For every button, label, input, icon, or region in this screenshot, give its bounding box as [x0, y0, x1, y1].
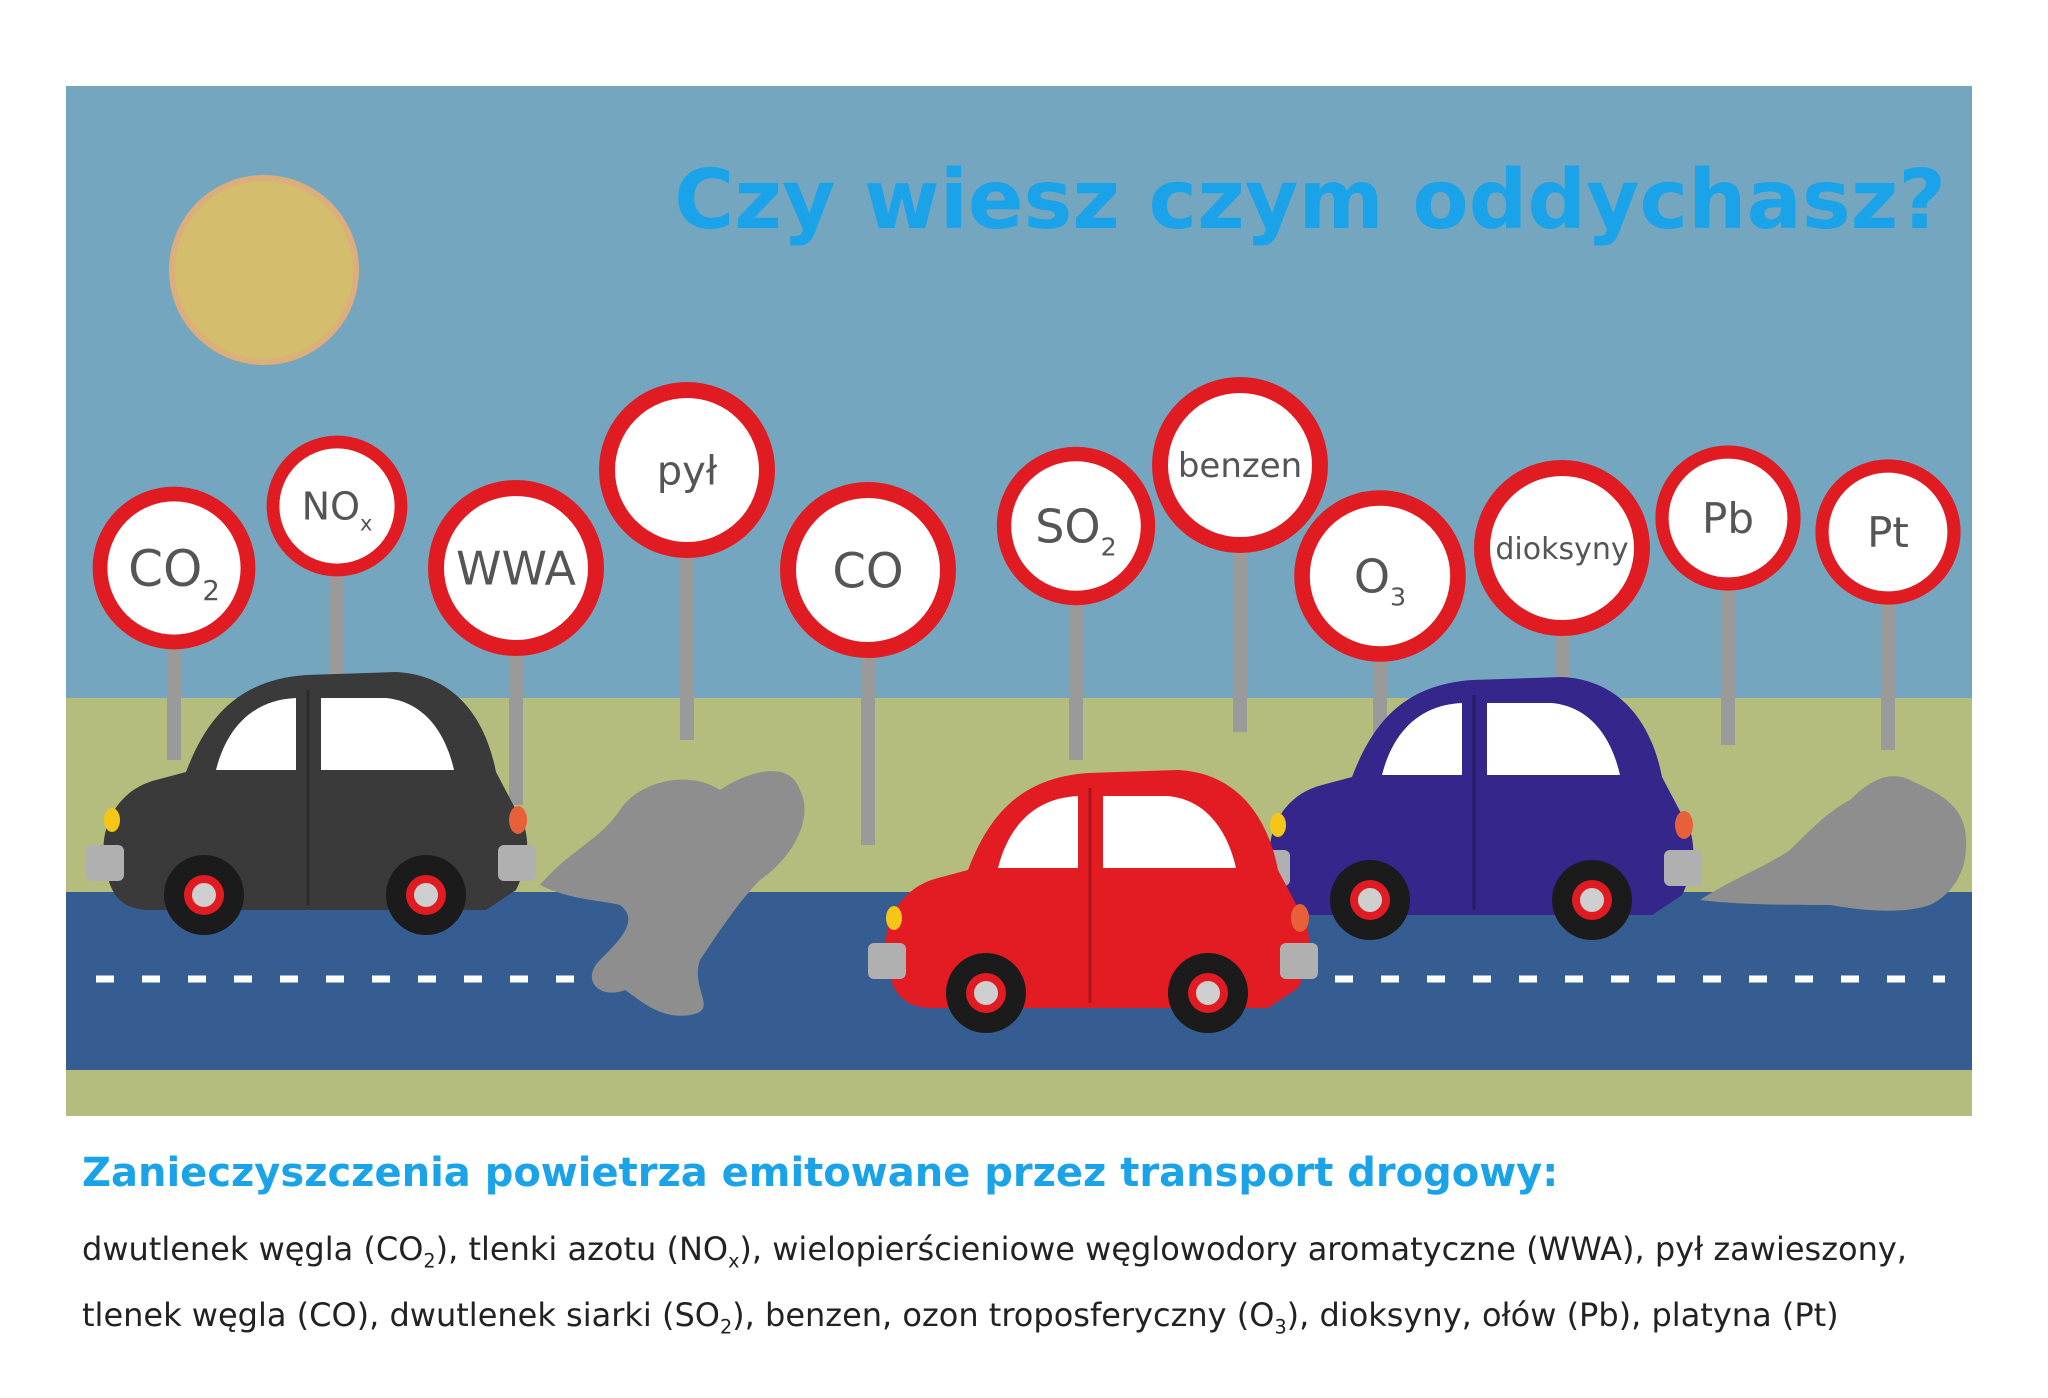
caption-sub-1: 2	[423, 1249, 436, 1273]
sign-label: O3	[1354, 550, 1406, 612]
pollutant-sign: WWA	[428, 480, 604, 805]
sign-label-main: O	[1354, 550, 1390, 604]
car-black	[86, 672, 536, 935]
sign-label-main: CO	[832, 543, 903, 599]
car-window-rear	[321, 698, 454, 770]
sign-ring	[1815, 459, 1961, 605]
sign-label: benzen	[1178, 446, 1302, 486]
sign-label: Pt	[1867, 508, 1909, 557]
wheel-hub	[1196, 981, 1220, 1005]
bumper-rear	[1664, 850, 1702, 886]
wheel-hub	[1580, 888, 1604, 912]
exhaust-smoke	[540, 771, 805, 1016]
sign-label-main: Pb	[1702, 494, 1754, 543]
sky	[66, 86, 1972, 698]
car-window-front	[1382, 703, 1462, 775]
sign-label-main: pył	[657, 448, 718, 494]
bumper-front	[868, 943, 906, 979]
car-window-front	[998, 796, 1078, 868]
wheel-hub	[192, 883, 216, 907]
headlight-icon	[886, 906, 902, 930]
sign-label-sub: 3	[1390, 582, 1406, 611]
taillight-icon	[509, 806, 527, 834]
sign-ring	[266, 435, 408, 577]
sign-label-main: SO	[1035, 500, 1100, 554]
caption-part-1: dwutlenek węgla (CO	[82, 1230, 424, 1268]
bumper-rear	[498, 845, 536, 881]
pollutant-sign: CO2	[92, 486, 256, 760]
taillight-icon	[1291, 904, 1309, 932]
caption-text: dwutlenek węgla (CO2), tlenki azotu (NOx…	[82, 1222, 2012, 1355]
bumper-front	[86, 845, 124, 881]
page-title: Czy wiesz czym oddychasz?	[674, 153, 1946, 248]
sign-ring	[92, 486, 256, 650]
caption-sub-4: 3	[1274, 1315, 1287, 1339]
headlight-icon	[1270, 813, 1286, 837]
sign-ring	[1152, 377, 1328, 553]
sign-label: CO	[832, 543, 903, 599]
sign-ring	[780, 482, 956, 658]
pollutant-sign: Pt	[1815, 459, 1961, 750]
sign-label-main: WWA	[456, 542, 576, 596]
car-window-front	[216, 698, 296, 770]
pollutant-sign: Pb	[1655, 445, 1801, 745]
wheel-hub	[1358, 888, 1382, 912]
sign-ring	[428, 480, 604, 656]
sign-label: SO2	[1035, 500, 1117, 562]
caption: Zanieczyszczenia powietrza emitowane prz…	[82, 1150, 2012, 1355]
sign-ring	[996, 446, 1156, 606]
pollutant-sign: pył	[599, 382, 775, 740]
sign-label-sub: x	[360, 511, 372, 535]
pollutant-sign: dioksyny	[1474, 460, 1650, 760]
sun-icon	[169, 175, 359, 365]
sign-label: NOx	[302, 485, 373, 536]
sign-ring	[1655, 445, 1801, 591]
sign-label-sub: 2	[1101, 532, 1117, 561]
pollutant-sign: O3	[1294, 490, 1466, 760]
sign-label: WWA	[456, 542, 576, 596]
sign-label: CO2	[128, 540, 220, 607]
car-window-rear	[1103, 796, 1236, 868]
sign-label-main: NO	[302, 485, 360, 529]
sign-label-main: dioksyny	[1495, 532, 1628, 567]
car-red	[868, 770, 1318, 1033]
wheel-hub	[974, 981, 998, 1005]
caption-part-4: ), benzen, ozon troposferyczny (O	[732, 1296, 1275, 1335]
caption-heading: Zanieczyszczenia powietrza emitowane prz…	[82, 1150, 1559, 1196]
caption-part-3: ), wielopierścieniowe węglowodory aromat…	[82, 1230, 1907, 1335]
sign-label-sub: 2	[202, 575, 220, 607]
sign-label: pył	[657, 448, 718, 494]
caption-part-5: ), dioksyny, ołów (Pb), platyna (Pt)	[1286, 1296, 1839, 1335]
sign-ring	[1474, 460, 1650, 636]
caption-sub-2: x	[728, 1249, 740, 1273]
car-window-rear	[1487, 703, 1620, 775]
sign-label: dioksyny	[1495, 532, 1628, 567]
pollutant-sign: benzen	[1152, 377, 1328, 732]
sign-label-main: CO	[128, 540, 202, 598]
pollutant-sign: SO2	[996, 446, 1156, 760]
sign-ring	[1294, 490, 1466, 662]
caption-part-2: ), tlenki azotu (NO	[435, 1230, 729, 1268]
taillight-icon	[1675, 811, 1693, 839]
headlight-icon	[104, 808, 120, 832]
sign-label-main: Pt	[1867, 508, 1909, 557]
pollutant-sign: NOx	[266, 435, 408, 760]
pollutant-sign: CO	[780, 482, 956, 845]
bumper-rear	[1280, 943, 1318, 979]
sign-label: Pb	[1702, 494, 1754, 543]
wheel-hub	[414, 883, 438, 907]
sign-label-main: benzen	[1178, 446, 1302, 486]
sign-ring	[599, 382, 775, 558]
exhaust-smoke	[1700, 776, 1967, 911]
caption-sub-3: 2	[719, 1315, 733, 1339]
